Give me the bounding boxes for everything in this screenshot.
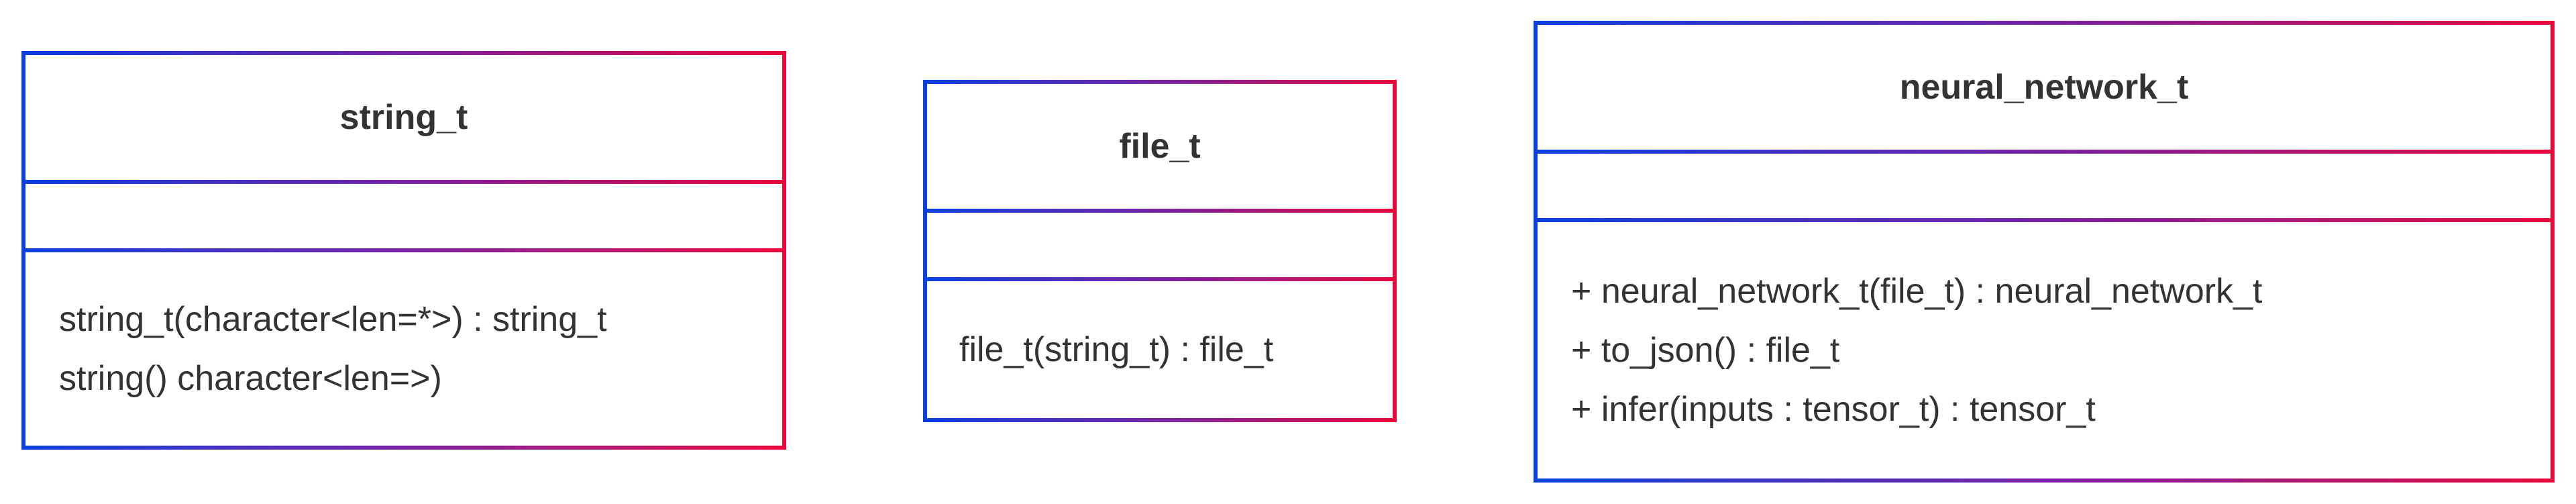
operations-compartment: + neural_network_t(file_t) : neural_netw… bbox=[1538, 222, 2551, 478]
operations-compartment: string_t(character<len=*>) : string_t st… bbox=[25, 252, 782, 446]
operation: + to_json() : file_t bbox=[1571, 331, 1840, 370]
class-divider bbox=[927, 277, 1393, 281]
class-divider bbox=[1538, 150, 2551, 154]
class-string-t[interactable]: string_t string_t(character<len=*>) : st… bbox=[21, 51, 786, 450]
attributes-compartment bbox=[927, 213, 1393, 277]
class-name: file_t bbox=[1119, 127, 1201, 166]
class-divider bbox=[1538, 218, 2551, 222]
class-neural-network-t[interactable]: neural_network_t + neural_network_t(file… bbox=[1534, 21, 2555, 483]
operation: + infer(inputs : tensor_t) : tensor_t bbox=[1571, 390, 2096, 429]
operation: string() character<len=>) bbox=[59, 359, 442, 398]
class-divider bbox=[25, 180, 782, 184]
operation: + neural_network_t(file_t) : neural_netw… bbox=[1571, 272, 2263, 311]
operation: file_t(string_t) : file_t bbox=[959, 330, 1274, 369]
class-name: string_t bbox=[339, 98, 468, 137]
attributes-compartment bbox=[25, 184, 782, 248]
operations-compartment: file_t(string_t) : file_t bbox=[927, 281, 1393, 418]
class-name: neural_network_t bbox=[1899, 68, 2189, 107]
class-divider bbox=[25, 248, 782, 252]
class-divider bbox=[927, 209, 1393, 213]
operation: string_t(character<len=*>) : string_t bbox=[59, 300, 607, 339]
attributes-compartment bbox=[1538, 154, 2551, 218]
class-file-t[interactable]: file_t file_t(string_t) : file_t bbox=[923, 80, 1397, 422]
